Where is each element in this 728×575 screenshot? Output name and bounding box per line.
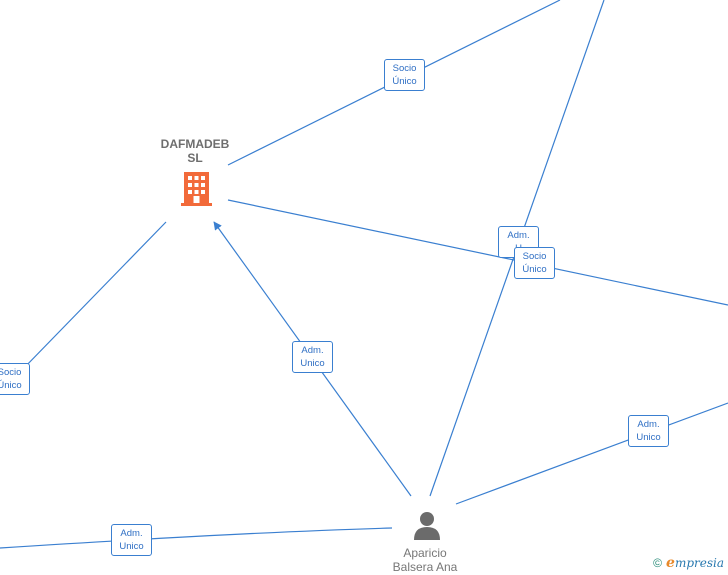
edge-label-line2: Único bbox=[0, 380, 22, 391]
company-name[interactable]: DAFMADEB SL bbox=[150, 137, 240, 165]
edge-label-line1: Adm. bbox=[507, 230, 530, 241]
person-name-line2: Balsera Ana bbox=[392, 560, 458, 574]
edge-person-lower-right bbox=[455, 402, 728, 505]
edge-label-socio-right[interactable]: Socio Único bbox=[514, 247, 555, 279]
edge-company-left bbox=[21, 221, 167, 371]
edge-label-adm-bottom-left[interactable]: Adm. Unico bbox=[111, 524, 152, 556]
person-icon[interactable] bbox=[412, 510, 442, 540]
edge-label-line2: Unico bbox=[300, 358, 325, 369]
edge-label-adm-lower-right[interactable]: Adm. Unico bbox=[628, 415, 669, 447]
edge-label-line1: Adm. bbox=[637, 419, 660, 430]
company-name-line1: DAFMADEB bbox=[160, 137, 230, 151]
edge-label-line2: Unico bbox=[636, 432, 661, 443]
edge-label-line1: Adm. bbox=[301, 345, 324, 356]
edge-label-line2: Único bbox=[522, 264, 547, 275]
brand-logo: empresia bbox=[666, 555, 724, 571]
edge-label-line2: Único bbox=[392, 76, 417, 87]
edge-label-adm-center[interactable]: Adm. Unico bbox=[292, 341, 333, 373]
edge-label-line1: Socio bbox=[392, 63, 417, 74]
person-name[interactable]: Aparicio Balsera Ana bbox=[375, 546, 475, 574]
company-name-line2: SL bbox=[187, 151, 203, 165]
edge-label-line2: Unico bbox=[119, 541, 144, 552]
edge-company-right bbox=[227, 199, 728, 306]
watermark: © empresia bbox=[653, 555, 724, 571]
building-icon[interactable] bbox=[181, 172, 212, 206]
edge-label-line1: Socio bbox=[0, 367, 22, 378]
copyright-icon: © bbox=[653, 556, 663, 570]
edge-label-socio-top[interactable]: Socio Único bbox=[384, 59, 425, 91]
edge-person-bottom-left bbox=[0, 527, 393, 549]
edge-label-line1: Socio bbox=[522, 251, 547, 262]
edge-label-socio-left[interactable]: Socio Único bbox=[0, 363, 30, 395]
brand-initial: e bbox=[666, 555, 675, 571]
edge-label-line1: Adm. bbox=[120, 528, 143, 539]
person-name-line1: Aparicio bbox=[403, 546, 447, 560]
brand-rest: mpresia bbox=[674, 556, 724, 570]
